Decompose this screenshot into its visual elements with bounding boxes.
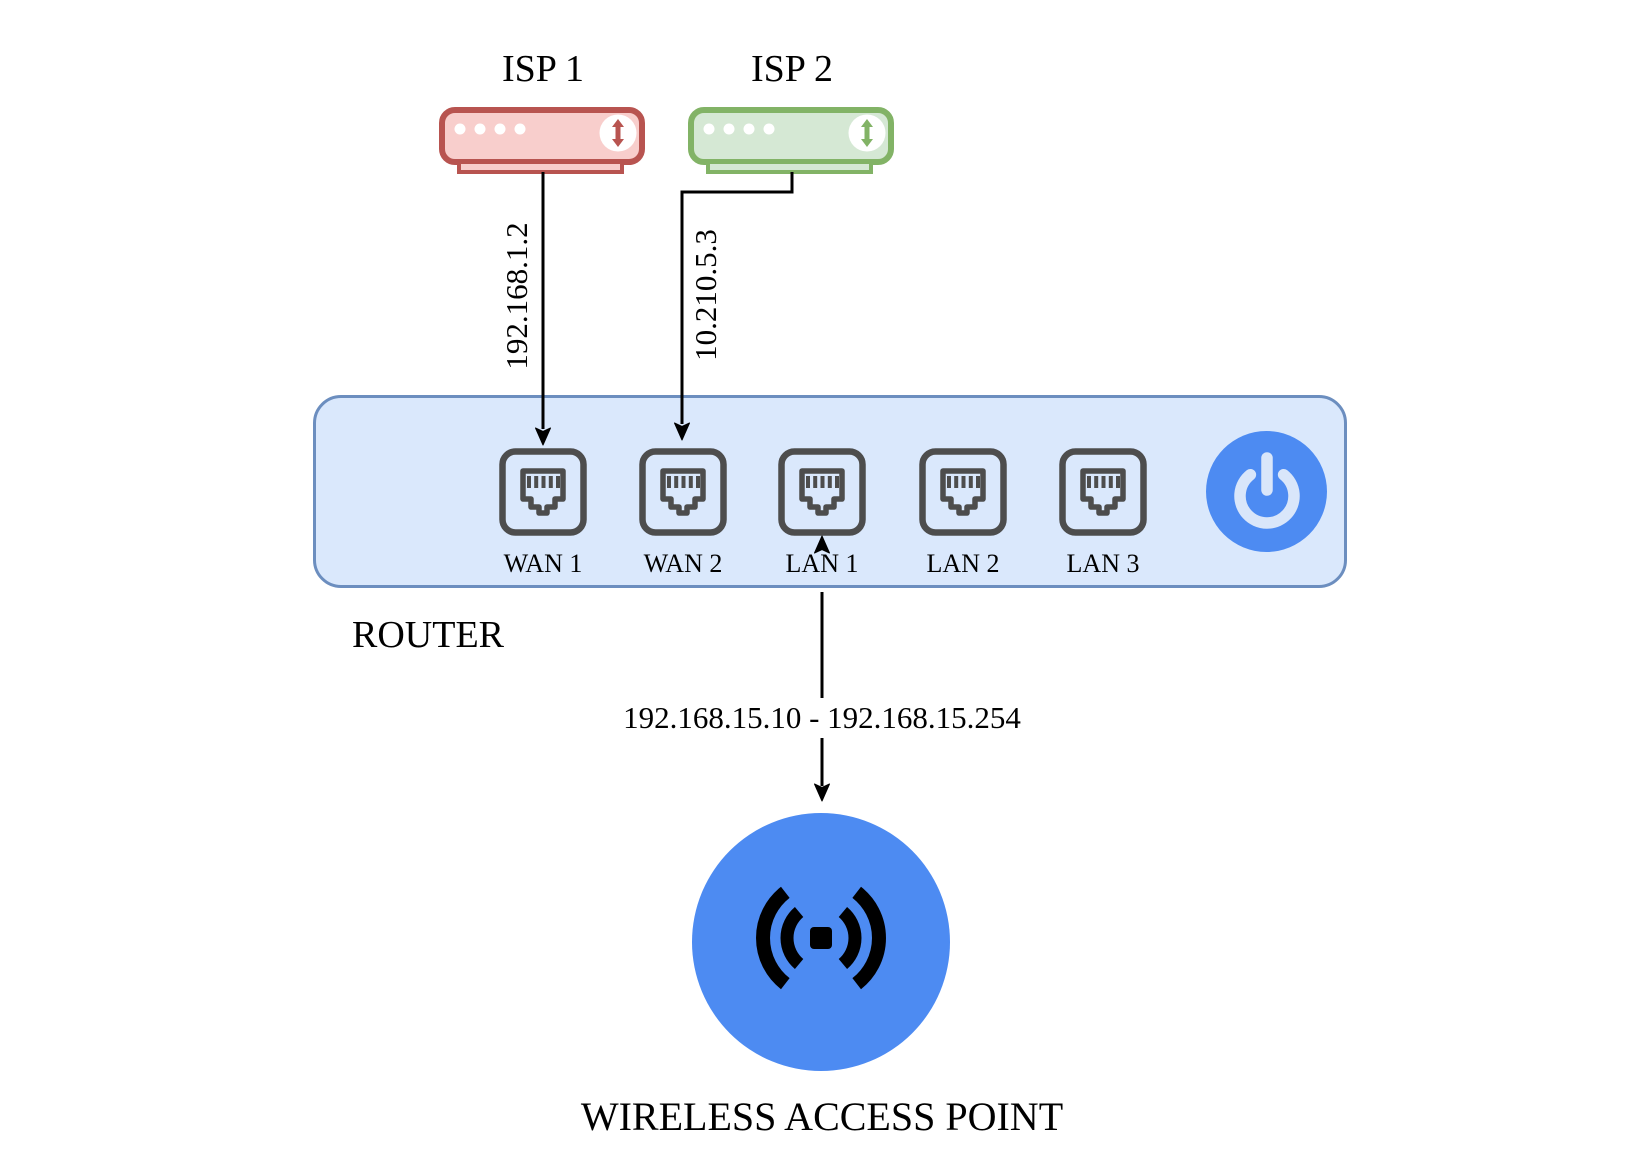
- port-wan2[interactable]: [638, 447, 728, 537]
- wireless-broadcast-icon: [756, 886, 886, 990]
- port-lan1[interactable]: [777, 447, 867, 537]
- port-label-lan2: LAN 2: [926, 549, 1000, 578]
- ip-label-isp2-wan2: 10.210.5.3: [688, 229, 724, 361]
- rj45-port-icon: [777, 447, 867, 537]
- port-label-lan1: LAN 1: [785, 549, 859, 578]
- router-label: ROUTER: [352, 614, 504, 656]
- port-wan1[interactable]: [498, 447, 588, 537]
- arrowhead-icon: [814, 783, 830, 802]
- port-label-wan1: WAN 1: [503, 549, 583, 578]
- ip-label-isp1-wan1: 192.168.1.2: [499, 222, 535, 370]
- rj45-port-icon: [918, 447, 1008, 537]
- isp2-label: ISP 2: [750, 48, 833, 90]
- port-label-wan2: WAN 2: [643, 549, 723, 578]
- port-lan3[interactable]: [1058, 447, 1148, 537]
- wap-label: WIRELESS ACCESS POINT: [580, 1094, 1064, 1139]
- wap-circle[interactable]: [692, 813, 950, 1071]
- power-button[interactable]: [1206, 431, 1327, 552]
- rj45-port-icon: [498, 447, 588, 537]
- port-label-lan3: LAN 3: [1066, 549, 1140, 578]
- router-box[interactable]: [313, 395, 1347, 588]
- isp1-modem-icon[interactable]: [438, 104, 646, 176]
- rj45-port-icon: [638, 447, 728, 537]
- rj45-port-icon: [1058, 447, 1148, 537]
- lan-range-label: 192.168.15.10 - 192.168.15.254: [520, 698, 1124, 738]
- isp1-label: ISP 1: [501, 48, 584, 90]
- power-icon: [1233, 451, 1300, 529]
- isp2-modem-icon[interactable]: [687, 104, 895, 176]
- port-lan2[interactable]: [918, 447, 1008, 537]
